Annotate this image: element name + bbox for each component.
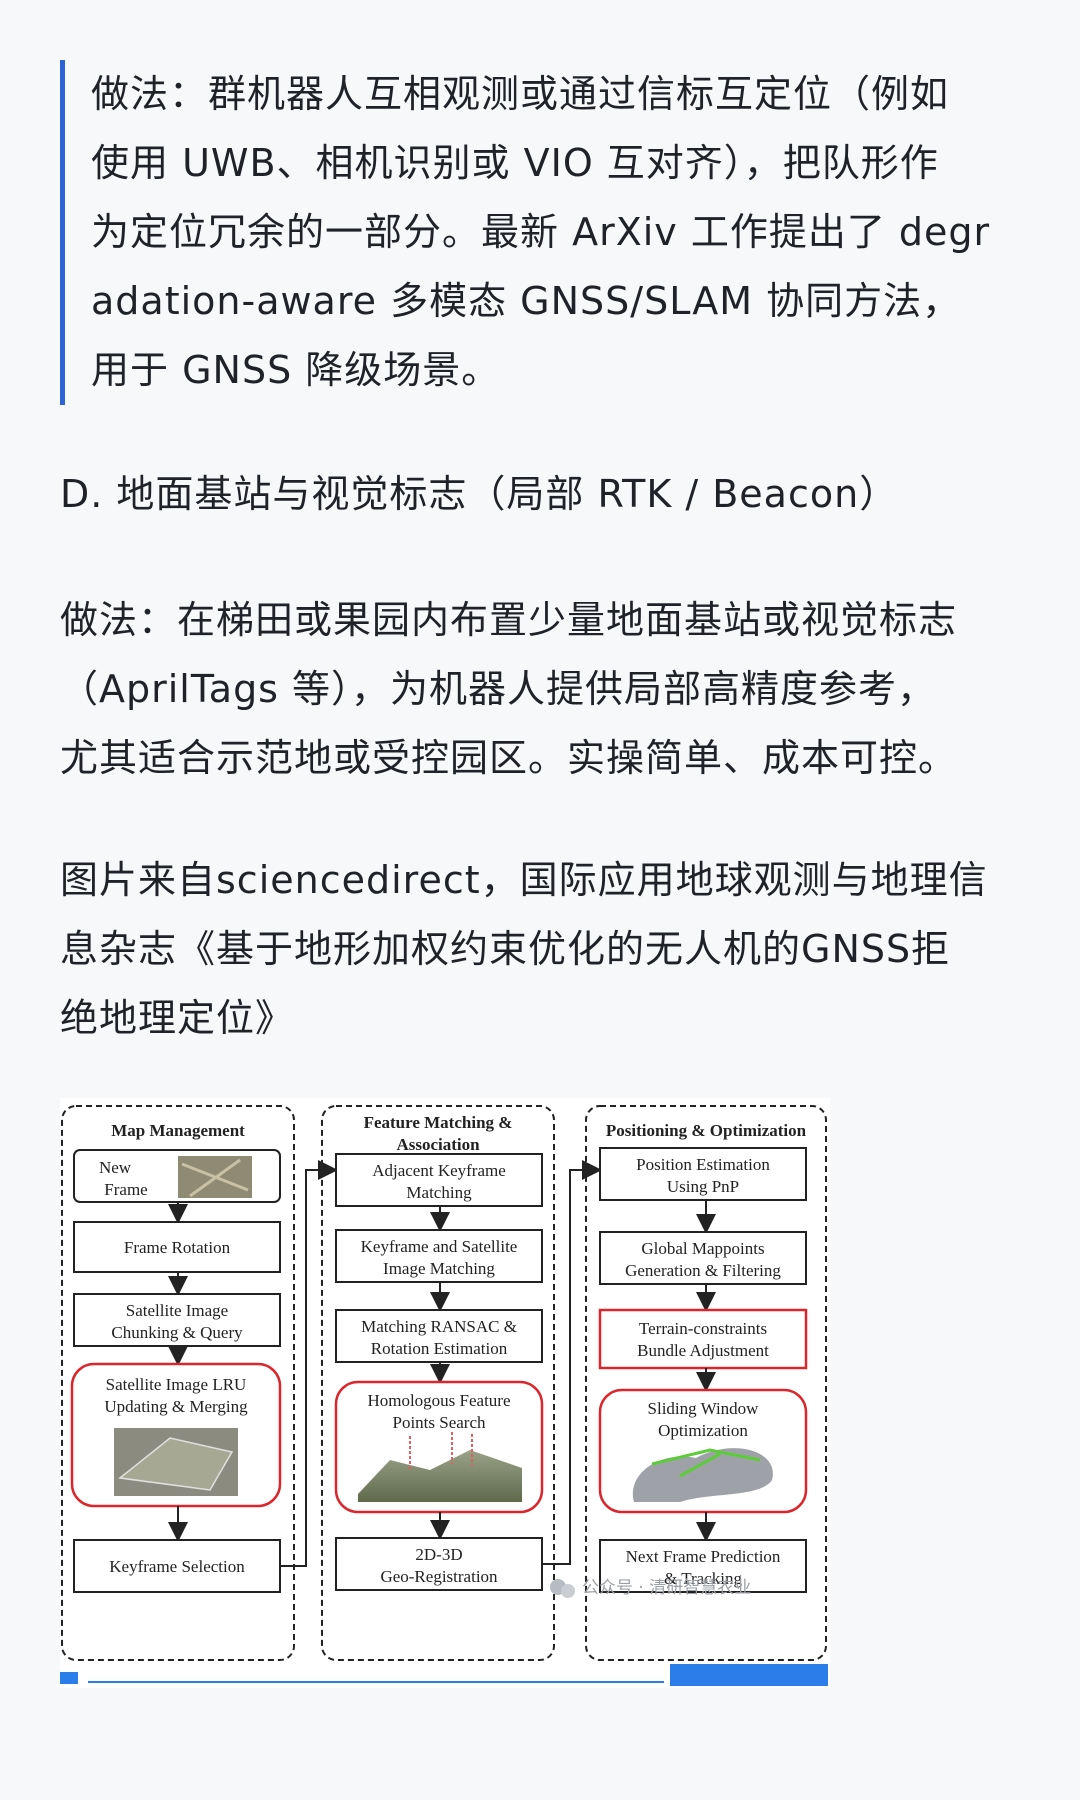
box-label: Satellite Image LRU	[106, 1375, 247, 1394]
wechat-watermark: 公众号 · 清研智慧农业	[550, 1578, 751, 1598]
box-label: 2D-3D	[415, 1545, 462, 1564]
box-label: Geo-Registration	[380, 1567, 498, 1586]
quote-line: 为定位冗余的一部分。最新 ArXiv 工作提出了 degr	[91, 210, 991, 254]
column-title: Map Management	[111, 1121, 245, 1140]
paragraph-line: 做法：在梯田或果园内布置少量地面基站或视觉标志	[60, 598, 958, 642]
box-label: Frame	[104, 1180, 147, 1199]
box-label: Keyframe Selection	[109, 1557, 245, 1576]
box-label: Position Estimation	[636, 1155, 770, 1174]
box-label: Homologous Feature	[367, 1391, 510, 1410]
box-frame-rotation	[73, 1221, 281, 1273]
box-adjacent-keyframe	[335, 1153, 543, 1207]
heading-text: D. 地面基站与视觉标志（局部 RTK / Beacon）	[60, 472, 899, 516]
column-feature-matching	[321, 1105, 555, 1661]
box-label: Chunking & Query	[111, 1323, 243, 1342]
projection-rays-icon	[409, 1432, 473, 1470]
box-next-frame	[599, 1539, 807, 1593]
box-label: Generation & Filtering	[625, 1261, 781, 1280]
section-heading: D. 地面基站与视觉标志（局部 RTK / Beacon）	[60, 460, 1020, 529]
watermark-text: 公众号 · 清研智慧农业	[582, 1578, 751, 1598]
column-title: Positioning & Optimization	[606, 1121, 807, 1140]
progress-end-marker	[670, 1664, 828, 1686]
quote-line: 做法：群机器人互相观测或通过信标互定位（例如	[91, 72, 950, 116]
box-label: New	[99, 1158, 132, 1177]
box-label: Points Search	[392, 1413, 486, 1432]
wechat-icon-bubble	[561, 1584, 575, 1598]
box-label: Terrain-constraints	[639, 1319, 767, 1338]
box-position-estimation	[599, 1147, 807, 1201]
column-title: Feature Matching &	[364, 1113, 513, 1132]
box-label: Satellite Image	[126, 1301, 228, 1320]
column-map-management	[61, 1105, 295, 1661]
paragraph-line: 图片来自sciencedirect，国际应用地球观测与地理信	[60, 858, 988, 902]
box-label: Matching	[406, 1183, 472, 1202]
box-label: Frame Rotation	[124, 1238, 231, 1257]
box-label: Optimization	[658, 1421, 748, 1440]
box-label: Rotation Estimation	[371, 1339, 508, 1358]
box-global-mappoints	[599, 1231, 807, 1285]
aerial-photo-road-icon	[181, 1158, 249, 1198]
box-label: Sliding Window	[648, 1399, 760, 1418]
progress-start-marker	[60, 1672, 78, 1684]
quote-block: 做法：群机器人互相观测或通过信标互定位（例如 使用 UWB、相机识别或 VIO …	[60, 60, 1020, 405]
column-positioning	[585, 1105, 827, 1661]
box-geo-registration	[335, 1537, 543, 1591]
box-terrain-constraints	[598, 1308, 808, 1370]
arrow-connector-icon	[280, 1160, 338, 1567]
terrain-3d-icon	[358, 1450, 522, 1502]
paragraph-line: （AprilTags 等），为机器人提供局部高精度参考，	[60, 667, 937, 711]
satellite-map-overlay-icon	[118, 1437, 234, 1491]
paragraph-line: 尤其适合示范地或受控园区。实操简单、成本可控。	[60, 736, 958, 780]
box-label: Updating & Merging	[104, 1397, 248, 1416]
pipeline-figure[interactable]: Map Management New Frame Frame Rotation …	[60, 1098, 830, 1688]
pipeline-diagram: Map Management New Frame Frame Rotation …	[60, 1105, 828, 1686]
box-satellite-chunking	[73, 1293, 281, 1347]
box-label: Using PnP	[667, 1177, 739, 1196]
box-label: Global Mappoints	[641, 1239, 764, 1258]
paragraph-source: 图片来自sciencedirect，国际应用地球观测与地理信 息杂志《基于地形加…	[60, 846, 1020, 1053]
column-title: Association	[396, 1135, 480, 1154]
paragraph-line: 息杂志《基于地形加权约束优化的无人机的GNSS拒	[60, 927, 951, 971]
paragraph-method: 做法：在梯田或果园内布置少量地面基站或视觉标志 （AprilTags 等），为机…	[60, 586, 1020, 793]
quote-line: adation-aware 多模态 GNSS/SLAM 协同方法，	[91, 279, 962, 323]
trajectory-icon	[651, 1448, 761, 1478]
box-label: Adjacent Keyframe	[372, 1161, 506, 1180]
box-label: Keyframe and Satellite	[361, 1237, 518, 1256]
box-label: Bundle Adjustment	[637, 1341, 769, 1360]
paragraph-line: 绝地理定位》	[60, 996, 295, 1040]
box-label: & Tracking	[664, 1569, 742, 1588]
quote-line: 使用 UWB、相机识别或 VIO 互对齐），把队形作	[91, 141, 939, 185]
arrow-connector-icon	[542, 1160, 602, 1565]
box-label: Matching RANSAC &	[361, 1317, 517, 1336]
quote-line: 用于 GNSS 降级场景。	[91, 348, 501, 392]
box-label: Next Frame Prediction	[626, 1547, 781, 1566]
box-label: Image Matching	[383, 1259, 495, 1278]
